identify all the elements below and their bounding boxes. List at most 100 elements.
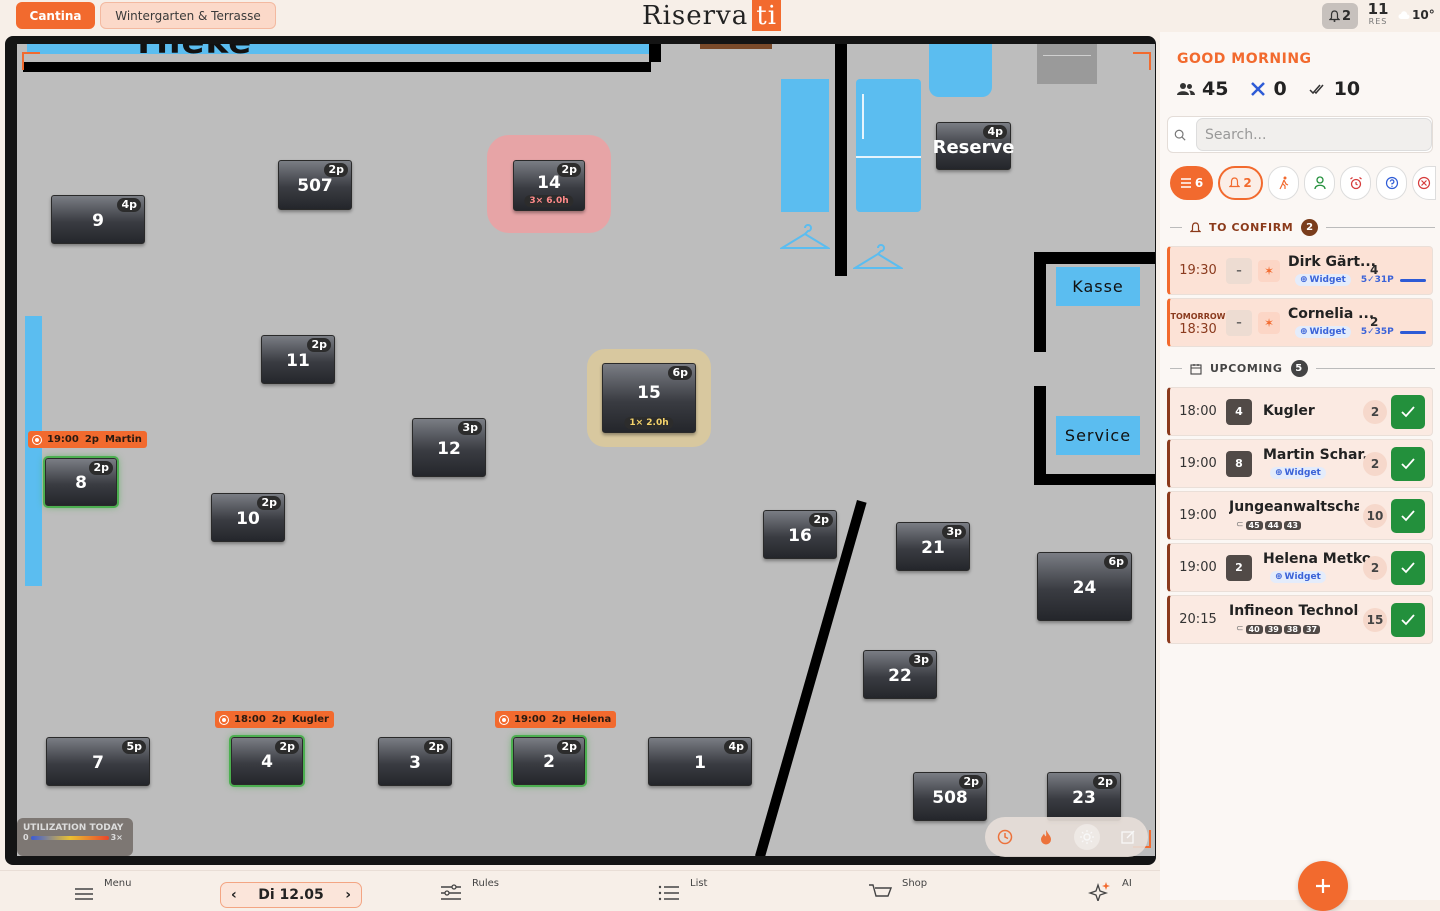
plus-icon — [1316, 879, 1330, 893]
seat-button[interactable] — [1391, 603, 1425, 637]
cancelled-icon — [1251, 82, 1266, 96]
check-icon — [1401, 458, 1415, 470]
cart-icon — [869, 884, 892, 897]
wall — [23, 62, 651, 72]
filter-all[interactable]: 6 — [1170, 166, 1213, 200]
filter-to-confirm[interactable]: 2 — [1218, 166, 1263, 200]
to-confirm-header: TO CONFIRM 2 — [1170, 219, 1435, 236]
reservations-count: 11 — [1367, 0, 1389, 18]
check-icon — [1401, 562, 1415, 574]
clock-view-button[interactable] — [992, 824, 1018, 850]
nav-shop[interactable]: Shop — [868, 878, 927, 901]
heatmap-button[interactable] — [1033, 824, 1059, 850]
reservations-label: RES — [1368, 17, 1388, 26]
filter-walk-in[interactable] — [1268, 166, 1299, 200]
seat-button[interactable] — [1391, 447, 1425, 481]
list-icon — [658, 885, 679, 901]
area-tab-cantina[interactable]: Cantina — [16, 2, 95, 29]
calendar-icon — [1190, 363, 1202, 375]
party-size: 4 — [1370, 263, 1379, 277]
hanger-icon — [780, 224, 830, 249]
reservation-row[interactable]: 19:00 2 Helena Metko ⊕Widget 2 — [1167, 543, 1433, 592]
filter-late[interactable] — [1340, 166, 1371, 200]
daily-stats: 45 0 10 — [1177, 78, 1360, 100]
add-reservation-button[interactable] — [1298, 861, 1348, 911]
greeting: GOOD MORNING — [1177, 51, 1312, 67]
nav-ai[interactable]: AI — [1088, 878, 1132, 901]
reservation-row[interactable]: 19:00 8 Martin Schar... ⊕Widget 2 — [1167, 439, 1433, 488]
alarm-icon — [1349, 177, 1362, 190]
reservations-counter[interactable]: 11 RES — [1364, 0, 1392, 27]
wall — [1034, 474, 1155, 485]
wall — [835, 44, 847, 276]
nav-list[interactable]: List — [658, 878, 707, 902]
theke-label: Theke — [132, 44, 252, 62]
reservation-row[interactable]: 18:00 4 Kugler 2 — [1167, 387, 1433, 436]
seat-button[interactable] — [1391, 551, 1425, 585]
guest-name: Kugler — [1263, 403, 1315, 419]
walk-in-icon — [1278, 176, 1288, 190]
nav-menu[interactable]: Menu — [74, 878, 131, 902]
filter-cancelled[interactable] — [1412, 166, 1436, 200]
date-label: TOMORROW — [1170, 311, 1226, 321]
edit-icon — [1120, 830, 1135, 844]
filter-pending[interactable] — [1376, 166, 1407, 200]
search-input[interactable]: Search... — [1196, 118, 1432, 151]
party-size: 2 — [1370, 315, 1379, 329]
filter-seated[interactable] — [1304, 166, 1335, 200]
area-tab-wintergarten[interactable]: Wintergarten & Terrasse — [100, 2, 276, 29]
weather: 10° — [1398, 8, 1435, 22]
next-day-button[interactable]: › — [345, 887, 351, 903]
party-size: 15 — [1363, 608, 1387, 632]
clock-icon — [998, 829, 1013, 845]
flame-icon — [1041, 830, 1052, 845]
sparkle-icon — [1088, 882, 1110, 901]
notifications-button[interactable]: 2 — [1322, 3, 1358, 29]
wall — [1034, 386, 1046, 485]
party-size: 2 — [1363, 400, 1387, 424]
daylight-button[interactable] — [1073, 824, 1100, 850]
seat-button[interactable] — [1391, 395, 1425, 429]
date-picker[interactable]: ‹ Di 12.05 › — [220, 882, 362, 908]
guest-name: Dirk Gärt... — [1288, 254, 1376, 270]
storage — [929, 44, 992, 97]
service-station: Service — [1056, 416, 1140, 455]
seat-button[interactable] — [1391, 499, 1425, 533]
walk-in-icon: ✶ — [1258, 311, 1280, 334]
prev-day-button[interactable]: ‹ — [231, 887, 237, 903]
table-badge: 2 — [1226, 554, 1252, 581]
logo-main: Riserva — [642, 0, 749, 31]
wall — [1034, 252, 1155, 264]
edit-layout-button[interactable] — [1115, 824, 1141, 850]
cancelled-stat: 0 — [1250, 78, 1287, 100]
filter-bar: 6 2 — [1170, 166, 1436, 200]
nav-rules[interactable]: Rules — [440, 878, 499, 901]
